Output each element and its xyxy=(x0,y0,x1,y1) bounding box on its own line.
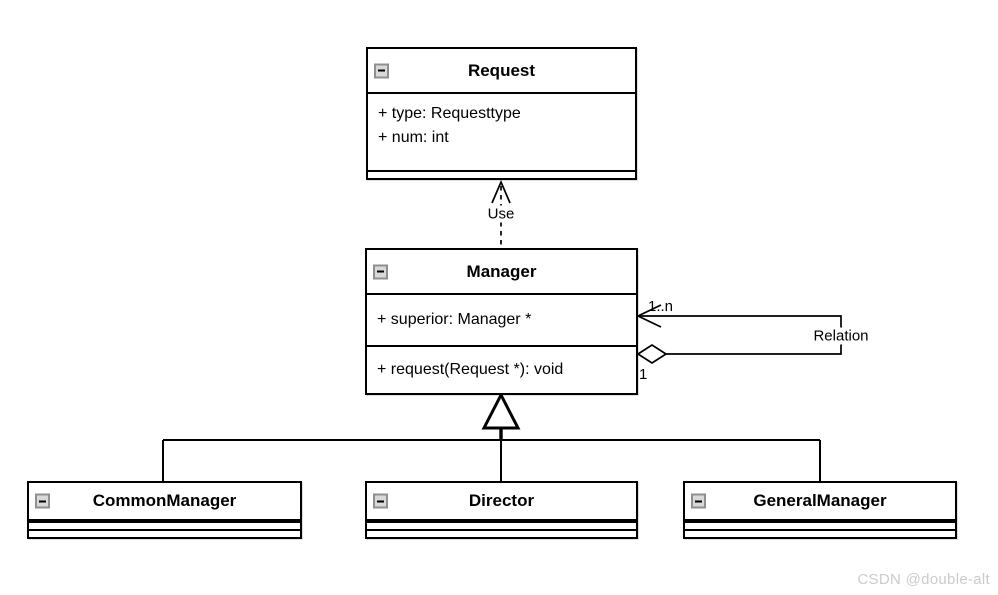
class-manager[interactable]: Manager + superior: Manager * + request(… xyxy=(365,248,638,395)
attribute: + num: int xyxy=(378,129,449,146)
class-common-manager-header: CommonManager xyxy=(29,483,300,521)
minus-glyph xyxy=(695,500,702,502)
generalization-connector xyxy=(162,391,821,482)
collapse-minus-icon[interactable] xyxy=(373,264,388,279)
association-label: Relation xyxy=(810,327,872,345)
dependency-label: Use xyxy=(484,205,518,223)
collapse-minus-icon[interactable] xyxy=(374,63,389,78)
operations-compartment-empty xyxy=(367,529,636,537)
association-target-multiplicity: 1..n xyxy=(648,298,674,315)
operation: + request(Request *): void xyxy=(377,361,564,378)
minus-glyph xyxy=(378,69,385,72)
class-general-manager-header: GeneralManager xyxy=(685,483,955,521)
attributes-compartment-empty xyxy=(367,521,636,529)
operations-compartment: + request(Request *): void xyxy=(367,345,636,393)
attributes-compartment-empty xyxy=(29,521,300,529)
class-request[interactable]: Request + type: Requesttype + num: int xyxy=(366,47,637,180)
minus-glyph xyxy=(377,500,384,502)
collapse-minus-icon[interactable] xyxy=(691,493,706,509)
class-name: CommonManager xyxy=(92,491,237,510)
class-name: Request xyxy=(467,60,536,80)
attributes-compartment: + type: Requesttype + num: int xyxy=(368,94,635,170)
operations-compartment-empty xyxy=(685,529,955,537)
class-director[interactable]: Director xyxy=(365,481,638,539)
class-common-manager[interactable]: CommonManager xyxy=(27,481,302,539)
operations-compartment-empty xyxy=(368,170,635,178)
minus-glyph xyxy=(39,500,46,502)
attribute: + superior: Manager * xyxy=(377,311,532,328)
collapse-minus-icon[interactable] xyxy=(373,493,388,509)
attributes-compartment: + superior: Manager * xyxy=(367,295,636,345)
class-request-header: Request xyxy=(368,49,635,94)
class-director-header: Director xyxy=(367,483,636,521)
csdn-watermark: CSDN @double-alt xyxy=(857,571,990,588)
association-source-multiplicity: 1 xyxy=(639,366,648,383)
minus-glyph xyxy=(377,270,384,273)
operations-compartment-empty xyxy=(29,529,300,537)
class-general-manager[interactable]: GeneralManager xyxy=(683,481,957,539)
class-manager-header: Manager xyxy=(367,250,636,295)
attributes-compartment-empty xyxy=(685,521,955,529)
class-name: GeneralManager xyxy=(753,491,887,510)
class-name: Director xyxy=(468,491,535,510)
class-name: Manager xyxy=(466,261,537,281)
collapse-minus-icon[interactable] xyxy=(35,493,50,509)
attribute: + type: Requesttype xyxy=(378,105,521,122)
